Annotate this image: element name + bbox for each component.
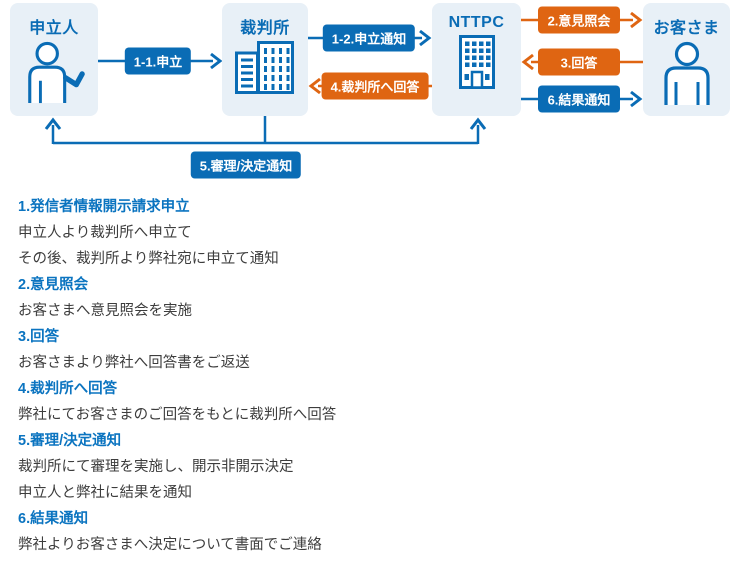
person-icon <box>643 41 730 105</box>
legend-text: お客さまより弊社へ回答書をご返送 <box>18 355 250 371</box>
person-raising-hand-icon <box>10 41 98 105</box>
court-buildings-icon <box>222 41 308 95</box>
step-label-1-1-petition: 1-1.申立 <box>124 47 192 75</box>
step-descriptions: 1.発信者情報開示請求申立 申立人より裁判所へ申立て その後、裁判所より弊社宛に… <box>18 194 336 558</box>
office-building-icon <box>432 35 521 89</box>
entity-customer-label: お客さま <box>653 20 720 37</box>
step-label-5-decision-notice: 5.審理/決定通知 <box>190 151 302 179</box>
entity-court: 裁判所 <box>222 3 308 116</box>
legend-text: 弊社よりお客さまへ決定について書面でご連絡 <box>18 537 322 553</box>
legend-text: 裁判所にて審理を実施し、開示非開示決定 <box>18 459 294 475</box>
step-label-4-reply-to-court: 4.裁判所へ回答 <box>321 72 429 100</box>
legend-heading-4: 4.裁判所へ回答 <box>18 381 118 397</box>
entity-customer: お客さま <box>643 3 730 116</box>
step-label-6-result-notice: 6.結果通知 <box>538 85 620 113</box>
entity-petitioner: 申立人 <box>10 3 98 116</box>
entity-nttpc: NTTPC <box>432 3 521 116</box>
step-label-3-reply: 3.回答 <box>538 48 620 76</box>
legend-heading-2: 2.意見照会 <box>18 277 89 293</box>
legend-text: 申立人と弊社に結果を通知 <box>18 485 192 501</box>
legend-heading-6: 6.結果通知 <box>18 511 89 527</box>
legend-text: その後、裁判所より弊社宛に申立て通知 <box>18 251 279 267</box>
entity-petitioner-label: 申立人 <box>29 20 79 37</box>
step-label-2-opinion-inquiry: 2.意見照会 <box>538 6 620 34</box>
entity-court-label: 裁判所 <box>240 20 290 37</box>
entity-nttpc-label: NTTPC <box>448 14 505 31</box>
legend-heading-1: 1.発信者情報開示請求申立 <box>18 199 190 215</box>
legend-heading-3: 3.回答 <box>18 329 60 345</box>
legend-text: お客さまへ意見照会を実施 <box>18 303 192 319</box>
legend-heading-5: 5.審理/決定通知 <box>18 433 122 449</box>
step-label-1-2-petition-notice: 1-2.申立通知 <box>322 24 416 52</box>
legend-text: 申立人より裁判所へ申立て <box>18 225 192 241</box>
legend-text: 弊社にてお客さまのご回答をもとに裁判所へ回答 <box>18 407 337 423</box>
